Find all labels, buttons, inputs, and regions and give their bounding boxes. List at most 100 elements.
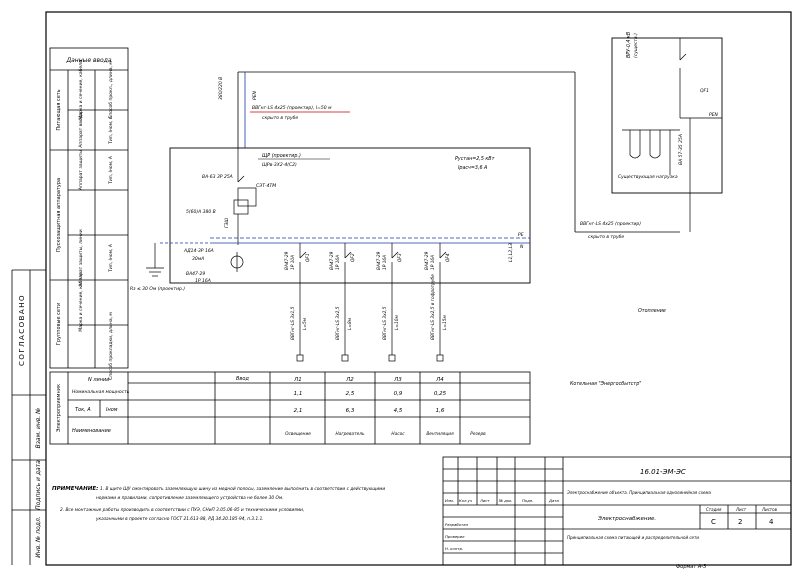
- consumer-power-4: 0,25: [434, 391, 447, 397]
- consumer-name-2: Нагреватель: [335, 431, 365, 437]
- title-sheet-title: Электроснабжение.: [597, 516, 656, 522]
- title-col-4: № док.: [498, 498, 513, 503]
- title-stage-label: Стадия: [706, 507, 722, 512]
- panel-current: Iрасч=3,6 А: [458, 165, 487, 171]
- title-role-3: Н. контр.: [445, 546, 463, 551]
- consumer-header-current-sub: Iном: [106, 407, 118, 413]
- load-symbol-4: [436, 354, 444, 362]
- load-symbol-1: [296, 354, 304, 362]
- side-row-2: Способ прокл., длина, м: [108, 61, 114, 119]
- feeder-cable-1: ВВГнг-LS 3х1,5: [290, 306, 296, 340]
- source-panel-route: скрыто в трубе: [588, 234, 624, 240]
- consumer-current-1: 2,1: [294, 408, 303, 414]
- consumer-name-5: Резерв: [470, 431, 486, 437]
- title-block-grid: [442, 456, 792, 566]
- consumer-no-3: Л3: [393, 377, 402, 383]
- title-role-2: Проверил: [445, 534, 465, 539]
- title-sheets: 4: [769, 518, 774, 526]
- n-bus-label: N: [520, 244, 524, 250]
- notes-line-2: нормами и правилами, сопротивление зазем…: [96, 495, 283, 501]
- side-row-4: Тип, Iном, А: [108, 115, 114, 145]
- breaker-type-4: ВА47-29: [424, 251, 430, 270]
- title-sheets-label: Листов: [761, 507, 778, 512]
- notes-title: ПРИМЕЧАНИЕ:: [52, 486, 98, 492]
- meter-label: СЭТ-4ТМ: [256, 183, 276, 189]
- side-group-supply: Питающая сеть: [56, 89, 62, 130]
- side-group-networks: Групповые сети: [56, 303, 62, 345]
- notes-line-4: указанными в проекте согласно ГОСТ 21.61…: [95, 516, 264, 522]
- distribution-panel-box: [169, 147, 531, 284]
- source-panel-cable: ВВГнг-LS 4х25 (проектир): [580, 221, 641, 227]
- consumer-input-label: Ввод: [236, 376, 249, 382]
- consumer-power-2: 2,5: [346, 391, 355, 397]
- breaker-contact-1: [299, 251, 307, 259]
- side-row-7: Аппарат защиты, линии: [78, 229, 84, 286]
- side-row-10: Способ прокладки, длина, м: [108, 312, 114, 380]
- title-role-1: Разработал: [445, 522, 469, 527]
- rcd-trip-label: 30мА: [192, 256, 204, 262]
- pe-bus-label: PE: [518, 232, 524, 238]
- feeder-cable-2: ВВГнг-LS 3х2,5: [335, 306, 341, 340]
- sheet-frame: [45, 11, 792, 566]
- voltage-label: 380/220 В: [218, 77, 224, 100]
- consumer-name-1: Освещение: [285, 431, 311, 437]
- breaker-type-2: ВА47-29: [329, 251, 335, 270]
- right-note-boiler: Котельная "Энергосбытстр": [570, 381, 641, 387]
- inv-no-label: Инв. № подл.: [35, 516, 42, 557]
- incoming-cable-label: ВВГнг-LS 4х25 (проектир), l=50 м: [252, 105, 332, 111]
- feeder-length-1: L=5м: [302, 317, 308, 330]
- source-panel-bus: PEN: [709, 112, 719, 118]
- feeder-cable-4: ВВГнг-LS 3х2,5 в гофротрубе: [430, 274, 436, 340]
- source-panel-wiring: [622, 38, 722, 232]
- pe-supply-label: PEN: [252, 90, 258, 100]
- breaker-id-2: QF2: [350, 253, 356, 262]
- load-symbol-3: [388, 354, 396, 362]
- ground-id-label: ГЗШ: [224, 218, 230, 228]
- side-table: [49, 47, 129, 369]
- title-stage: С: [711, 518, 716, 526]
- notes-line-1: 1. В щите ЩУ смонтировать заземляющую ши…: [100, 486, 385, 492]
- approval-label: СОГЛАСОВАНО: [18, 294, 26, 366]
- rcd-label: АД14-3Р 16А: [183, 248, 214, 254]
- feeder-length-4: L=15м: [442, 315, 448, 330]
- consumer-power-3: 0,9: [394, 391, 403, 397]
- consumer-cells: Л11,12,1ОсвещениеЛ22,56,3НагревательЛ30,…: [285, 377, 486, 437]
- breaker-type-1: ВА47-29: [284, 251, 290, 270]
- consumer-name-3: Насос: [391, 431, 405, 437]
- ground-label: Rз ≤ 30 Ом (проектир.): [130, 286, 185, 292]
- side-row-6: Тип, Iном, А: [108, 155, 114, 185]
- breaker-contact-2: [344, 251, 352, 259]
- breaker-contact-3: [391, 251, 399, 259]
- notes-line-3: 2. Все монтажные работы производить в со…: [60, 507, 304, 513]
- side-row-1: Марка и сечение, кабеля: [78, 60, 84, 120]
- left-strip: СОГЛАСОВАНО Взам. инв. № Подпись и дата …: [11, 269, 46, 565]
- load-symbol-2: [341, 354, 349, 362]
- panel-title: ЩР (проектир.): [262, 153, 301, 159]
- panel-power: Рустан=2,5 кВт: [455, 156, 495, 162]
- side-table-header: Данные ввода: [65, 57, 111, 64]
- format-label: Формат А-3: [676, 564, 706, 570]
- right-note-heating: Отопление: [638, 308, 666, 314]
- consumer-power-1: 1,1: [294, 391, 303, 397]
- title-code: 16.01-ЭМ-ЭС: [640, 468, 686, 476]
- side-row-9: Марка и сечение, кабеля: [78, 272, 84, 332]
- breaker-rating-4: 1Р 16А: [430, 255, 436, 270]
- side-row-3: Аппарат ввода: [78, 112, 84, 148]
- consumer-header-no: N линии: [88, 377, 110, 383]
- panel-type-label: ЩРв-3Х2-4(С2): [262, 162, 297, 168]
- breaker-rating-3: 1Р 16А: [382, 255, 388, 270]
- title-drawing-title: Принципиальная схема питающей и распреде…: [567, 535, 699, 540]
- title-col-1: Изм.: [445, 498, 454, 503]
- feeder-length-3: L=10м: [394, 315, 400, 330]
- meter-sub-label: 5(60)А 380 В: [186, 209, 216, 215]
- incoming-supply-line: [237, 71, 680, 233]
- switch-sub-label: 1Р 16А: [195, 278, 211, 284]
- breaker-rating-1: 1Р 10А: [290, 255, 296, 270]
- breaker-rating-2: 1Р 16А: [335, 255, 341, 270]
- side-row-8: Тип, Iном, А: [108, 243, 114, 273]
- replaces-inv-label: Взам. инв. №: [35, 408, 42, 449]
- breaker-id-3: QF3: [397, 253, 403, 262]
- breaker-id-4: QF4: [445, 253, 451, 262]
